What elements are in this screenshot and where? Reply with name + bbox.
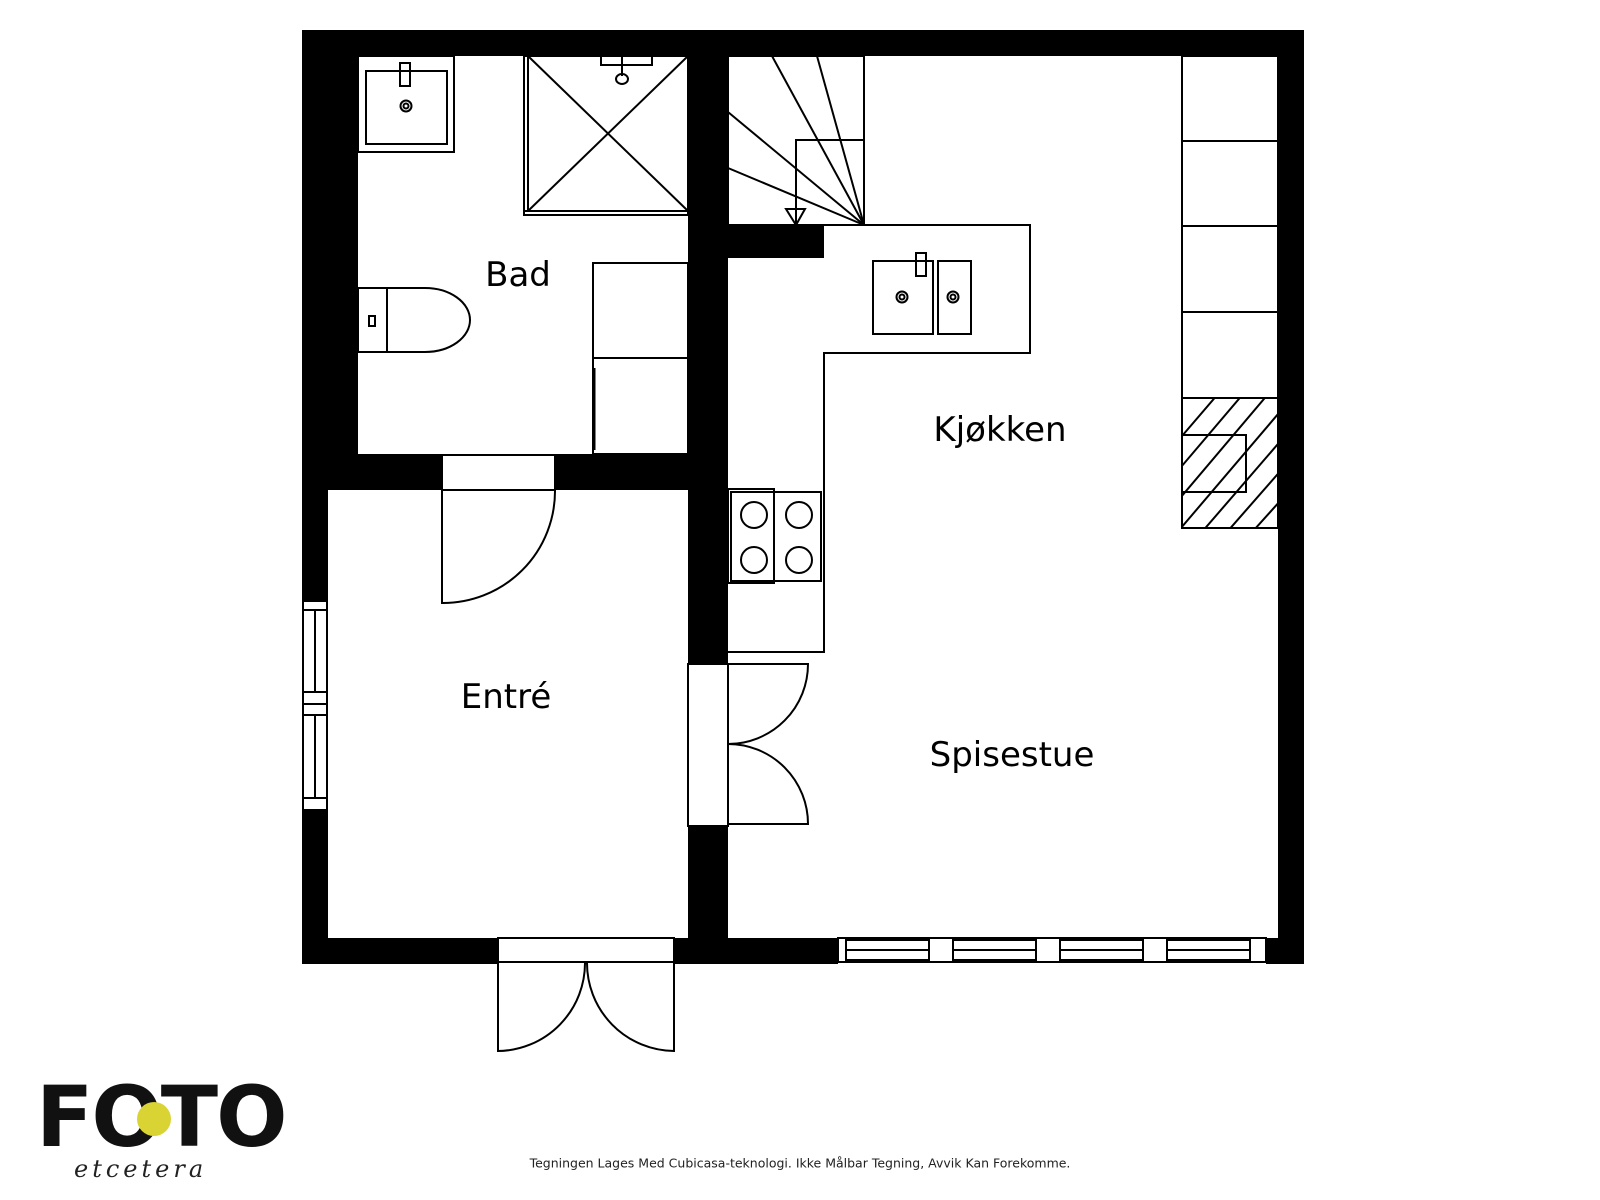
fireplace-icon	[1181, 397, 1279, 529]
bathroom-door-icon	[441, 454, 557, 605]
room-label-entre: Entré	[460, 677, 552, 717]
interior-double-door-icon	[687, 663, 810, 827]
left-window-icon	[302, 597, 328, 811]
staircase-icon	[727, 55, 865, 227]
logo-script-text: etcetera	[74, 1155, 208, 1183]
room-label-bad: Bad	[485, 255, 551, 295]
left-wall-upper	[302, 30, 358, 454]
tall-cabinets-icon	[1181, 55, 1279, 529]
shower-icon	[523, 55, 689, 216]
room-label-kjokken: Kjøkken	[933, 410, 1067, 450]
disclaimer-note: Tegningen Lages Med Cubicasa-teknologi. …	[529, 1155, 1071, 1171]
kitchen-counter-icon	[728, 224, 1031, 653]
fixtures-lines	[302, 55, 1279, 1053]
foto-etcetera-logo: FOTO etcetera	[36, 1075, 287, 1183]
toilet-icon	[357, 287, 471, 353]
walls	[302, 30, 1304, 964]
entry-double-door-icon	[497, 937, 675, 1053]
washbasin-icon	[357, 55, 455, 153]
room-label-spisestue: Spisestue	[929, 735, 1095, 775]
logo-yellow-dot-icon	[137, 1102, 171, 1136]
bottom-windows-icon	[837, 937, 1267, 963]
cooktop-icon	[727, 488, 822, 584]
wardrobe-icon	[592, 262, 689, 455]
